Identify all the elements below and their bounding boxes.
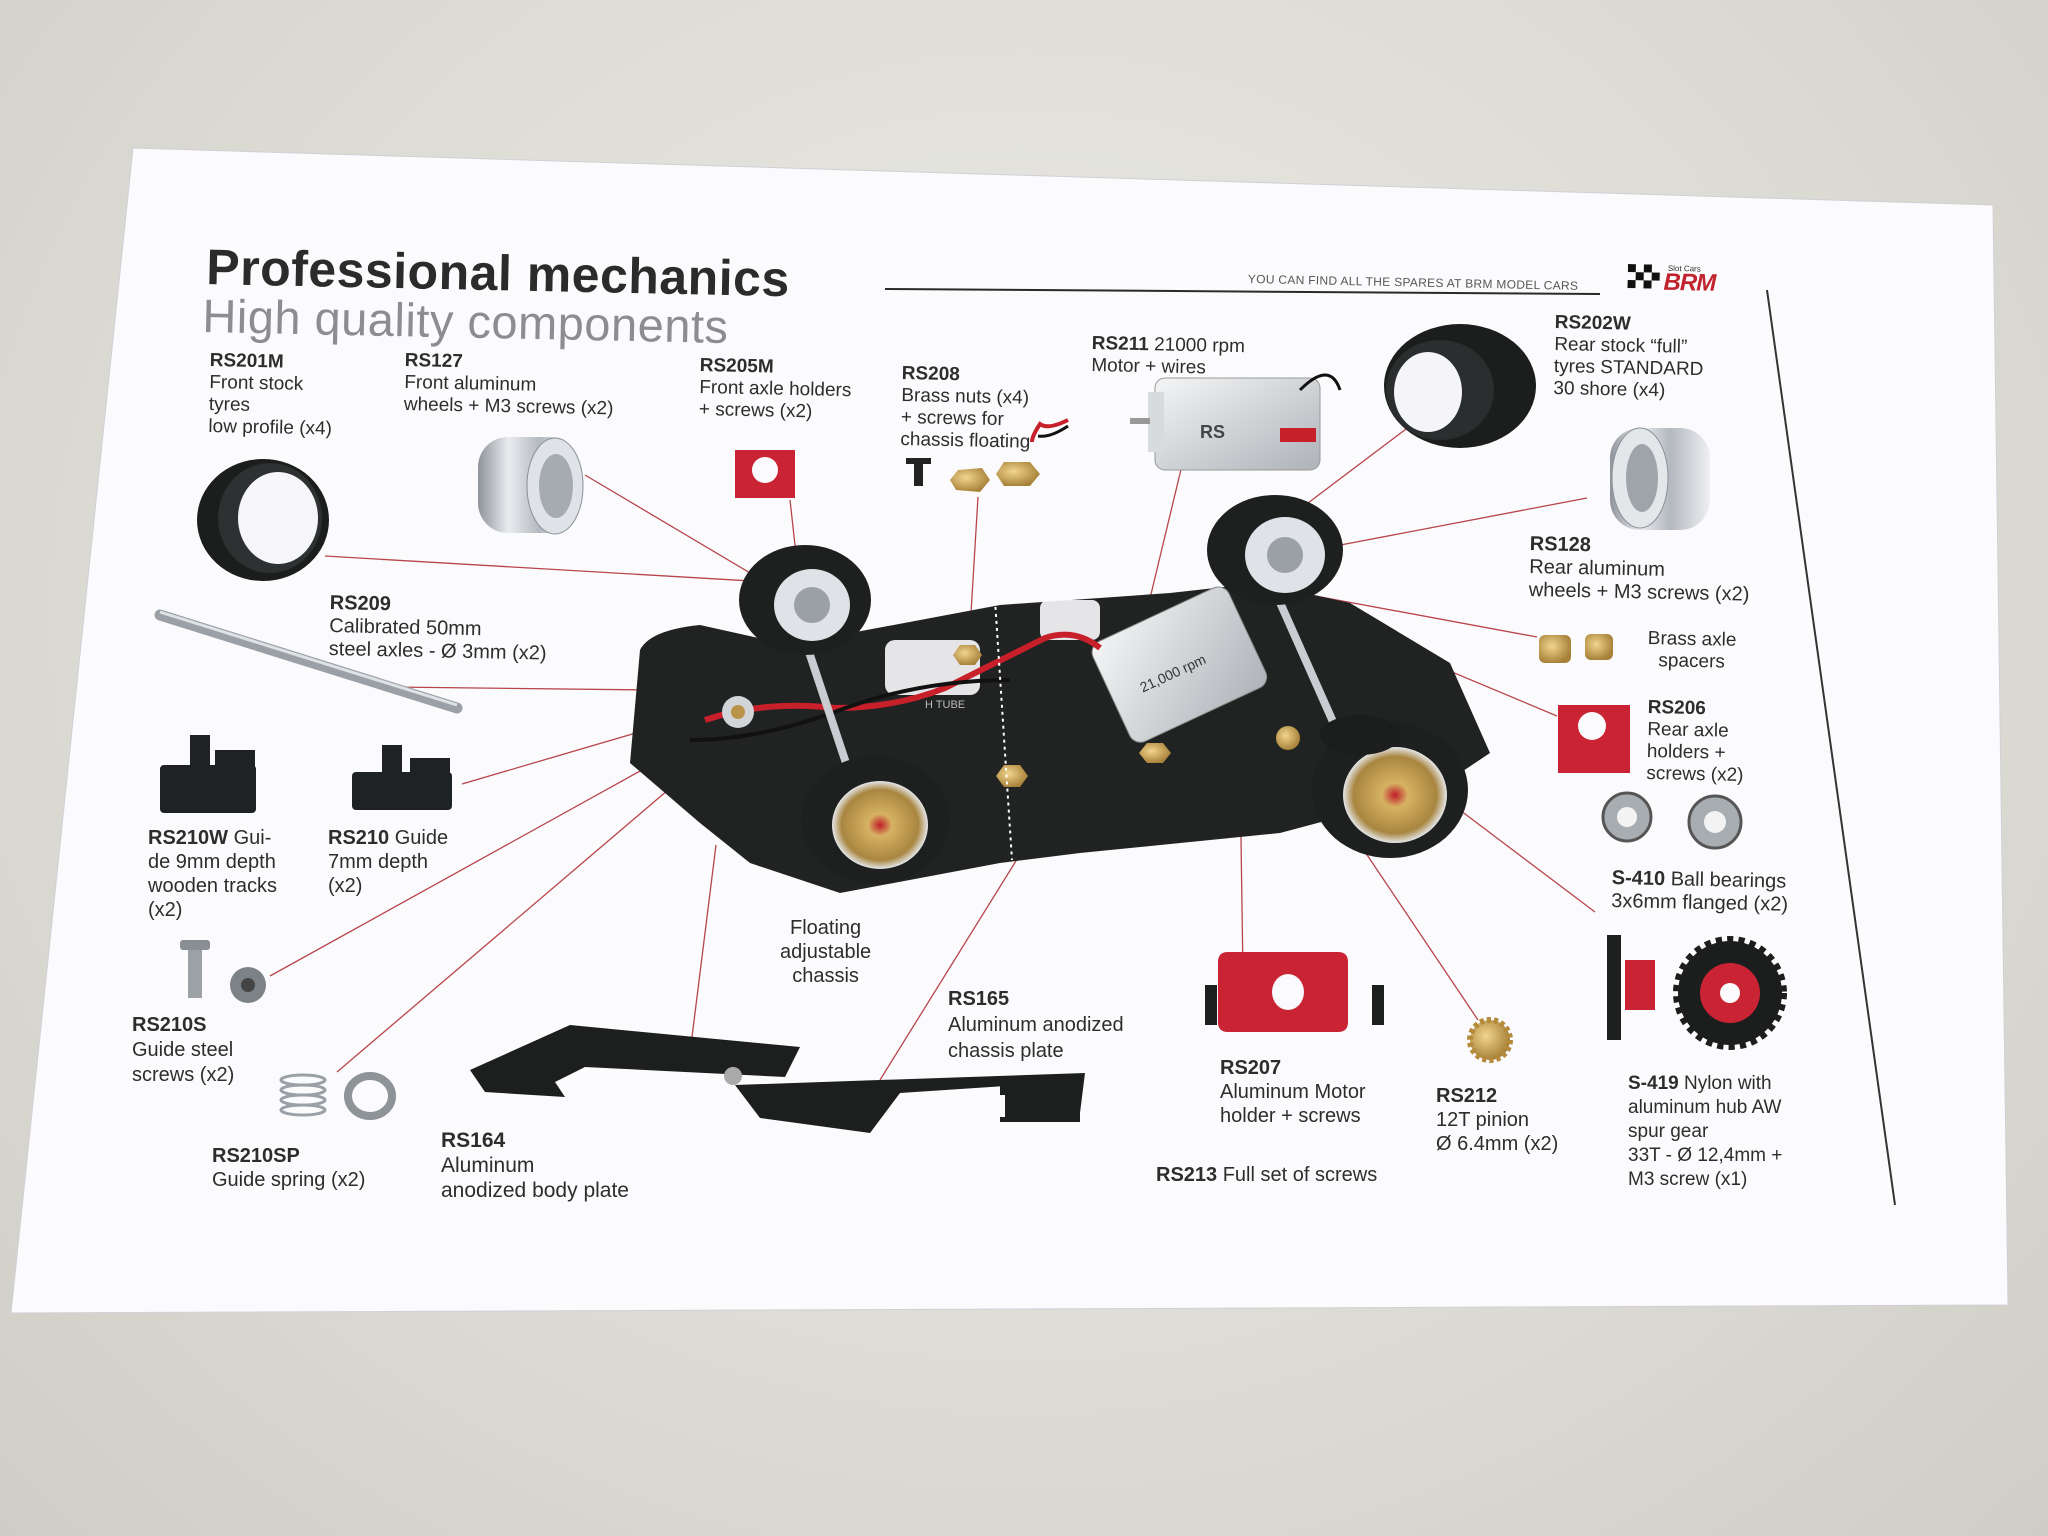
part-label-rs128: RS128 Rear aluminum wheels + M3 screws (… (1528, 533, 1750, 606)
part-label-rs212: RS212 12T pinion Ø 6.4mm (x2) (1436, 1085, 1559, 1155)
part-label-rs210w: RS210W Gui- de 9mm depth wooden tracks (… (148, 827, 277, 921)
part-label-s419: S-419 Nylon with aluminum hub AW spur ge… (1628, 1073, 1783, 1190)
part-label-rs202w: RS202W Rear stock “full” tyres STANDARD … (1553, 312, 1704, 402)
part-label-rs205m: RS205M Front axle holders + screws (x2) (698, 355, 852, 423)
part-label-rs210: RS210 Guide 7mm depth (x2) (328, 827, 449, 897)
guide-7mm-part (352, 745, 452, 810)
body-plate-part (470, 1025, 800, 1097)
page-subtitle: High quality components (201, 288, 730, 354)
part-label-rs208: RS208 Brass nuts (x4) + screws for chass… (900, 363, 1031, 453)
checkered-flag-icon (1627, 263, 1660, 289)
guide-screws-part (180, 940, 266, 1003)
part-label-rs211: RS211 21000 rpm Motor + wires (1091, 333, 1246, 379)
brm-logo: Slot Cars BRM (1627, 262, 1732, 300)
rear-tyre-part (1384, 324, 1536, 448)
part-label-rs127: RS127 Front aluminum wheels + M3 screws … (403, 350, 614, 420)
guide-9mm-part (160, 735, 256, 813)
part-label-rs206: RS206 Rear axle holders + screws (x2) (1646, 697, 1744, 787)
part-label-floating-chassis: Floating adjustable chassis (780, 917, 872, 987)
rear-axle-holder-part (1558, 705, 1630, 773)
part-label-rs213: RS213 Full set of screws (1156, 1164, 1378, 1186)
part-label-rs210sp: RS210SP Guide spring (x2) (212, 1145, 366, 1191)
part-label-rs210s: RS210S Guide steel screws (x2) (132, 1014, 235, 1086)
pinion-part (1467, 1017, 1513, 1063)
motor-part: RS (1030, 373, 1342, 471)
brass-nuts-part (906, 458, 1040, 492)
rear-aluminum-wheel-part (1610, 427, 1710, 530)
spur-gear-part (1607, 935, 1787, 1050)
part-label-rs209: RS209 Calibrated 50mm steel axles - Ø 3m… (328, 592, 547, 665)
guide-spring-part (279, 1072, 396, 1120)
chassis-plate-part (724, 1067, 1085, 1133)
steel-axle-part (154, 609, 463, 714)
front-axle-holder-part (735, 450, 795, 498)
front-tyre-part (197, 459, 329, 581)
part-label-rs165: RS165 Aluminum anodized chassis plate (948, 988, 1124, 1062)
brass-spacers-part (1539, 634, 1613, 663)
part-label-rs164: RS164 Aluminum anodized body plate (441, 1129, 629, 1202)
part-label-s410: S-410 Ball bearings 3x6mm flanged (x2) (1611, 867, 1789, 916)
ball-bearings-part (1601, 791, 1743, 850)
motor-holder-part (1205, 952, 1384, 1032)
part-label-rs207: RS207 Aluminum Motor holder + screws (1220, 1057, 1366, 1127)
svg-text:RS: RS (1200, 422, 1225, 442)
svg-text:H TUBE: H TUBE (925, 699, 965, 711)
front-aluminum-wheel-part (478, 437, 584, 535)
assembled-chassis: 21,000 rpm H TUBE (630, 495, 1490, 893)
part-label-brass-spacers: Brass axle spacers (1647, 628, 1737, 673)
part-label-rs201m: RS201M Front stock tyres low profile (x4… (208, 350, 333, 440)
